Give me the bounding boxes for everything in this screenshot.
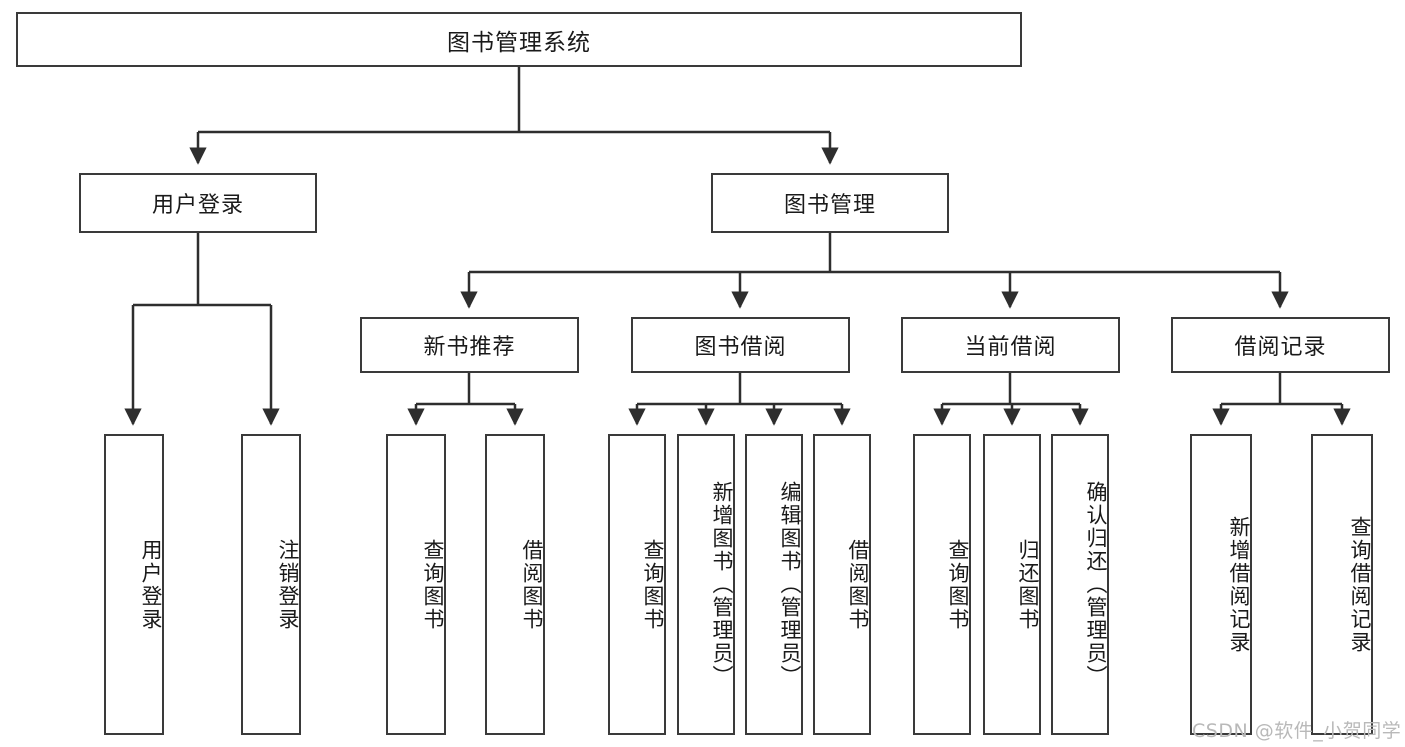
leaf-label: 查询图书 xyxy=(641,538,665,631)
node-leaf-borrow-book-recommend[interactable]: 借阅图书 xyxy=(485,434,545,735)
node-level3-borrow-record[interactable]: 借阅记录 xyxy=(1171,317,1390,373)
node-root[interactable]: 图书管理系统 xyxy=(16,12,1022,67)
node-leaf-add-book-admin[interactable]: 新增图书（管理员） xyxy=(677,434,735,735)
node-leaf-query-book-borrow[interactable]: 查询图书 xyxy=(608,434,666,735)
node-level3-current-borrow[interactable]: 当前借阅 xyxy=(901,317,1120,373)
node-leaf-logout[interactable]: 注销登录 xyxy=(241,434,301,735)
node-leaf-return-book[interactable]: 归还图书 xyxy=(983,434,1041,735)
node-leaf-query-borrow-record[interactable]: 查询借阅记录 xyxy=(1311,434,1373,735)
leaf-label: 注销登录 xyxy=(276,538,300,631)
node-leaf-confirm-return-admin[interactable]: 确认归还（管理员） xyxy=(1051,434,1109,735)
leaf-label: 新增图书（管理员） xyxy=(710,481,734,688)
leaf-label: 用户登录 xyxy=(139,538,163,631)
node-leaf-query-book-current[interactable]: 查询图书 xyxy=(913,434,971,735)
leaf-label: 查询图书 xyxy=(421,538,445,631)
node-leaf-query-book-recommend[interactable]: 查询图书 xyxy=(386,434,446,735)
node-level3-new-book-recommend[interactable]: 新书推荐 xyxy=(360,317,579,373)
node-leaf-edit-book-admin[interactable]: 编辑图书（管理员） xyxy=(745,434,803,735)
csdn-watermark: CSDN @软件_小贺同学 xyxy=(1192,720,1402,742)
leaf-label: 查询借阅记录 xyxy=(1348,515,1372,654)
leaf-label: 确认归还（管理员） xyxy=(1084,481,1108,688)
leaf-label: 编辑图书（管理员） xyxy=(778,481,802,688)
leaf-label: 借阅图书 xyxy=(846,538,870,631)
node-leaf-user-login[interactable]: 用户登录 xyxy=(104,434,164,735)
leaf-label: 新增借阅记录 xyxy=(1227,515,1251,654)
leaf-label: 借阅图书 xyxy=(520,538,544,631)
node-level3-book-borrow[interactable]: 图书借阅 xyxy=(631,317,850,373)
node-leaf-add-borrow-record[interactable]: 新增借阅记录 xyxy=(1190,434,1252,735)
leaf-label: 归还图书 xyxy=(1016,538,1040,631)
leaf-label: 查询图书 xyxy=(946,538,970,631)
node-level2-book-management[interactable]: 图书管理 xyxy=(711,173,949,233)
node-leaf-borrow-book[interactable]: 借阅图书 xyxy=(813,434,871,735)
node-level2-user-login[interactable]: 用户登录 xyxy=(79,173,317,233)
